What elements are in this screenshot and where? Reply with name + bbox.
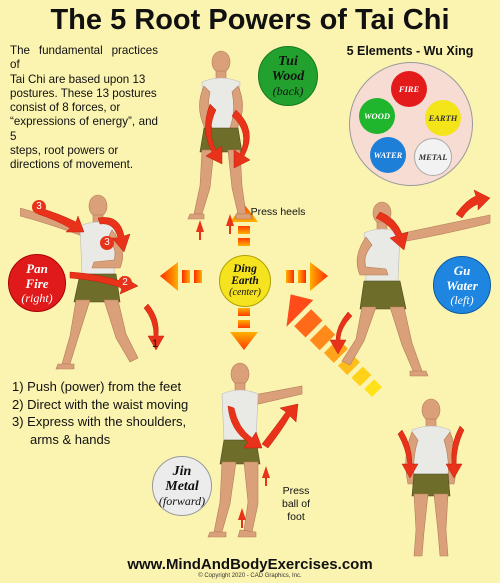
- motion-arrow: [455, 189, 491, 219]
- figure-left: [341, 201, 491, 377]
- step-item: arms & hands: [30, 431, 111, 447]
- motion-arrow: [227, 405, 263, 449]
- elements-title: 5 Elements - Wu Xing: [346, 44, 474, 58]
- element-wood: WOOD: [359, 98, 395, 134]
- gu-name: Gu: [453, 262, 471, 278]
- steps-list: 1) Push (power) from the feet 2) Direct …: [12, 378, 212, 448]
- small-up-arrow: [238, 508, 246, 528]
- motion-arrow: [69, 271, 139, 295]
- arrow-number-2: 2: [118, 276, 132, 290]
- element-earth: EARTH: [425, 100, 461, 136]
- element-earth-label: EARTH: [428, 113, 458, 123]
- website-url[interactable]: www.MindAndBodyExercises.com: [127, 556, 373, 573]
- arrow-left: [160, 262, 202, 291]
- element-metal: METAL: [414, 138, 452, 176]
- element-wood-label: WOOD: [364, 111, 390, 121]
- intro-line: consist of 8 forces, or: [10, 101, 121, 115]
- motion-arrow: [375, 211, 409, 251]
- note-press-heels: Press heels: [250, 206, 306, 218]
- arrow-number-1: 1: [152, 338, 159, 350]
- pan-name: Pan: [26, 260, 48, 276]
- intro-line: steps, root powers or: [10, 144, 119, 158]
- ding-name: Ding: [233, 263, 257, 275]
- step-item: 1) Push (power) from the feet: [12, 379, 182, 394]
- page-title: The 5 Root Powers of Tai Chi: [50, 4, 450, 36]
- ding-element: Earth: [231, 275, 259, 287]
- ding-dir: (center): [229, 287, 261, 298]
- figure-forward: [207, 362, 303, 538]
- motion-arrow: [143, 303, 165, 351]
- motion-arrow: [445, 425, 465, 479]
- small-up-arrow: [226, 214, 234, 234]
- step-item: 3) Express with the shoulders,: [12, 414, 187, 429]
- press-ball-line: foot: [287, 511, 305, 523]
- gu-element: Water: [446, 277, 478, 293]
- gu-dir: (left): [450, 292, 474, 307]
- jin-dir: (forward): [158, 493, 206, 508]
- circle-ding-earth: Ding Earth (center): [219, 255, 271, 307]
- motion-arrow: [97, 217, 131, 253]
- pan-dir: (right): [21, 290, 53, 305]
- small-up-arrow: [196, 220, 204, 240]
- pan-element: Fire: [25, 275, 49, 291]
- motion-arrow: [205, 103, 223, 165]
- arrow-right: [286, 262, 328, 291]
- element-metal-label: METAL: [418, 152, 448, 162]
- arrow-number-3b: 3: [100, 236, 114, 250]
- element-water: WATER: [370, 137, 406, 173]
- step-item: 2) Direct with the waist moving: [12, 396, 189, 412]
- press-ball-line: Press: [282, 485, 310, 497]
- jin-name: Jin: [172, 463, 192, 479]
- intro-line: “expressions of energy”, and 5: [10, 115, 158, 143]
- circle-tui-wood: Tui Wood (back): [258, 46, 318, 106]
- press-ball-line: ball of: [281, 498, 311, 510]
- circle-pan-fire: Pan Fire (right): [8, 254, 66, 312]
- arrow-number-3b-text: 3: [104, 237, 110, 248]
- tui-element: Wood: [271, 68, 305, 84]
- intro-line: The fundamental practices of: [10, 44, 158, 72]
- tui-name: Tui: [278, 53, 298, 69]
- motion-arrow: [329, 311, 353, 355]
- motion-arrow: [37, 207, 85, 233]
- note-press-ball: Press ball of foot: [274, 485, 318, 524]
- elements-diagram: FIRE WOOD EARTH WATER METAL: [349, 62, 473, 186]
- arrow-number-3a-text: 3: [36, 201, 42, 212]
- arrow-number-2-text: 2: [122, 277, 128, 288]
- element-water-label: WATER: [373, 150, 403, 160]
- circle-jin-metal: Jin Metal (forward): [152, 456, 212, 516]
- circle-gu-water: Gu Water (left): [433, 256, 491, 314]
- arrow-down: [230, 308, 258, 350]
- small-up-arrow: [262, 466, 270, 486]
- motion-arrow: [231, 109, 251, 169]
- element-fire-label: FIRE: [398, 84, 420, 94]
- copyright: © Copyright 2020 - CAD Graphics, Inc.: [198, 573, 302, 579]
- element-fire: FIRE: [391, 71, 427, 107]
- intro-line: Tai Chi are based upon 13: [10, 72, 146, 86]
- intro-text: The fundamental practices of Tai Chi are…: [10, 44, 158, 173]
- motion-arrow: [397, 429, 419, 479]
- intro-line: directions of movement.: [10, 158, 134, 172]
- arrow-number-3a: 3: [32, 200, 46, 214]
- intro-line: postures. These 13 postures: [10, 86, 157, 100]
- jin-element: Metal: [165, 478, 199, 494]
- motion-arrow: [261, 403, 299, 449]
- tui-dir: (back): [272, 83, 304, 98]
